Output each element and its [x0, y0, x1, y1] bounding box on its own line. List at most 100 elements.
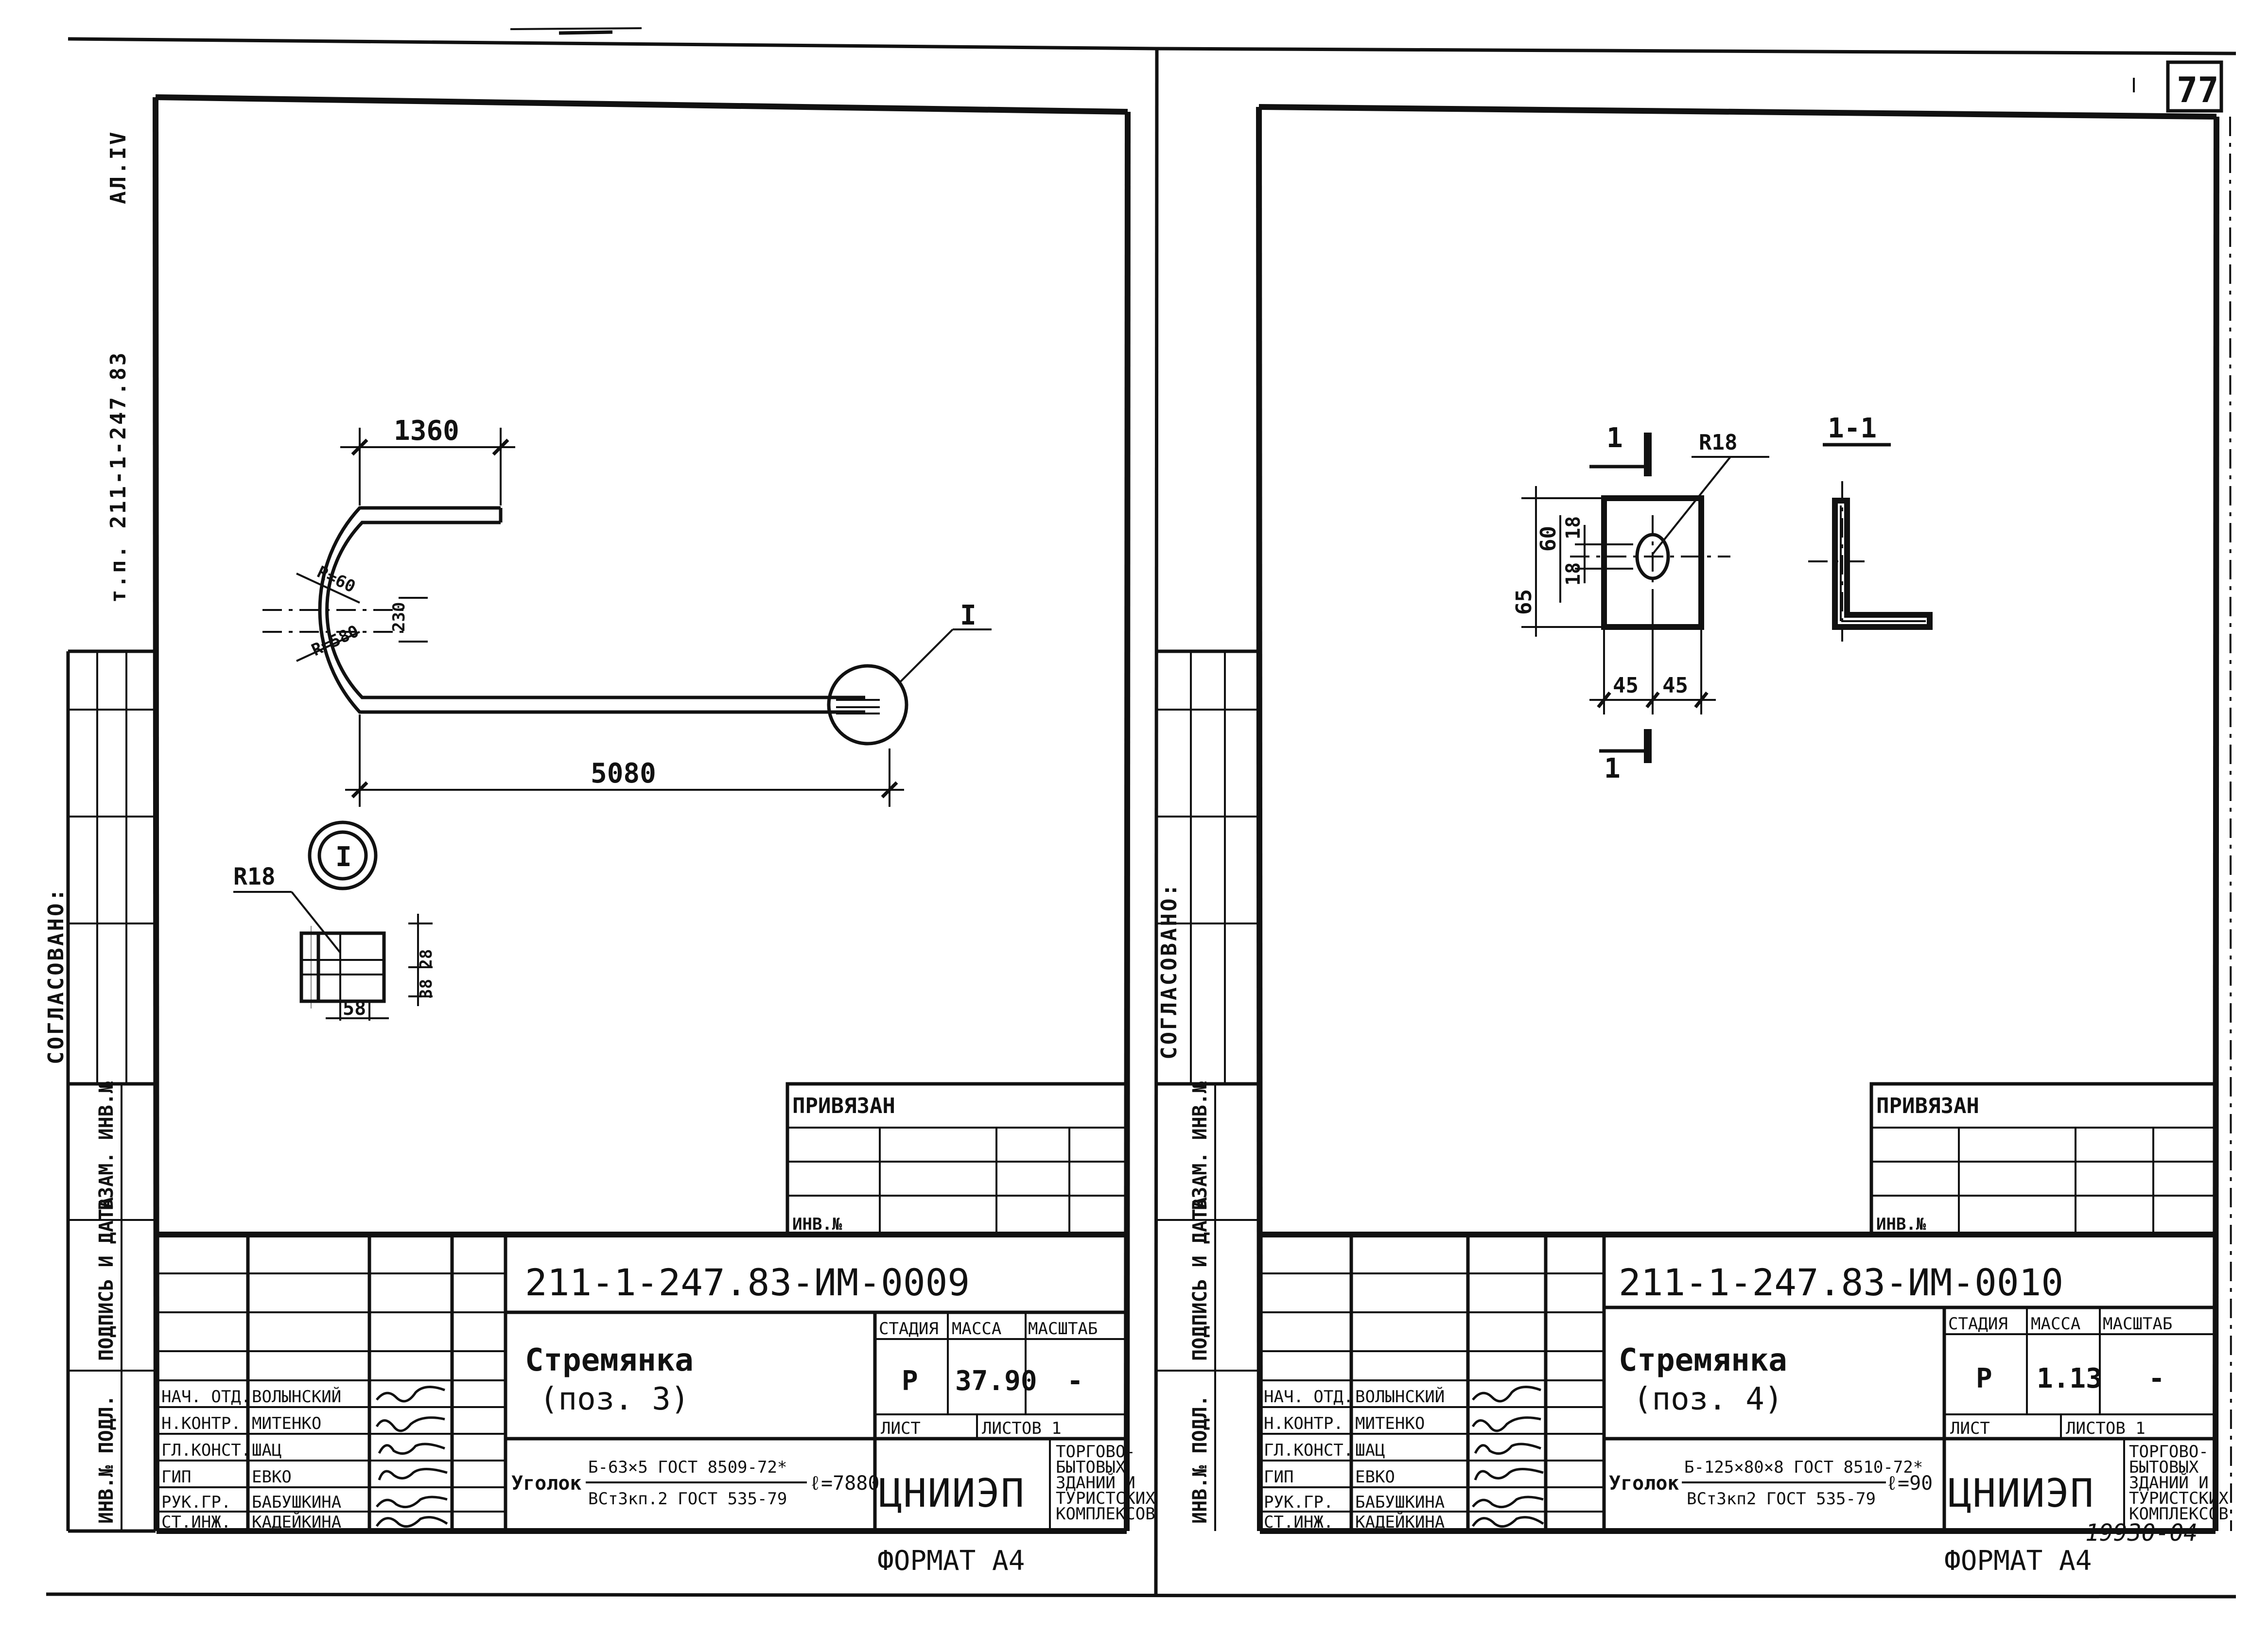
sheet-position: (поз. 3) — [540, 1381, 689, 1417]
material-prefix-2: Уголок — [1609, 1472, 1679, 1495]
sheet-title-2: Стремянка — [1619, 1342, 1787, 1378]
inv-label-2: ИНВ.№ — [1876, 1215, 1926, 1234]
plate-radius-label: R18 — [1699, 430, 1737, 455]
series-label: т.п. 211-1-247.83 — [106, 351, 131, 603]
signatures-0009 — [375, 1386, 448, 1528]
staff-role-6: СТ.ИНЖ. — [161, 1513, 231, 1532]
callout-label: I — [960, 600, 977, 631]
mass-value: 37.90 — [955, 1365, 1037, 1397]
staff2-name-6: КАДЕЙКИНА — [1355, 1512, 1445, 1532]
org-desc-5: КОМПЛЕКСОВ — [1056, 1504, 1155, 1524]
dim-45a-label: 45 — [1613, 673, 1639, 698]
scale-header: МАСШТАБ — [1028, 1319, 1098, 1339]
agreed-label-right: СОГЛАСОВАНО: — [1157, 882, 1182, 1060]
mass-header-2: МАССА — [2031, 1314, 2080, 1334]
staff-name-5: БАБУШКИНА — [252, 1493, 341, 1512]
sheet-0009: ИНВ.№ ПОДЛ. ПОДПИСЬ И ДАТА ВЗАМ. ИНВ.№ П… — [66, 94, 1155, 1577]
org-desc-2: БЫТОВЫХ — [1056, 1458, 1126, 1477]
staff-name-4: ЕВКО — [252, 1467, 292, 1487]
mass-value-2: 1.13 — [2037, 1363, 2102, 1394]
dim-65-label: 65 — [1512, 589, 1536, 615]
staff-role-3: ГЛ.КОНСТ. — [161, 1441, 251, 1460]
org-name: ЦНИИЭП — [879, 1471, 1025, 1516]
format-label-2: ФОРМАТ А4 — [1944, 1545, 2092, 1577]
scale-header-2: МАСШТАБ — [2103, 1314, 2172, 1334]
section-mark-top: 1 — [1606, 422, 1623, 454]
staff2-role-4: ГИП — [1264, 1467, 1293, 1487]
plate-drawing: R18 1 1 65 60 18 18 45 — [1512, 413, 1933, 784]
left-edge-labels: АЛ.IV т.п. 211-1-247.83 СОГЛАСОВАНО: СОГ… — [44, 130, 1182, 1064]
material-length: ℓ=7880 — [809, 1472, 879, 1495]
stage-header: СТАДИЯ — [879, 1319, 939, 1339]
staff2-role-2: Н.КОНТР. — [1264, 1414, 1343, 1433]
sheets-header-2: ЛИСТОВ 1 — [2066, 1419, 2146, 1438]
staff2-role-5: РУК.ГР. — [1264, 1493, 1333, 1512]
outer-frame — [46, 27, 2236, 1599]
staff-role-2: Н.КОНТР. — [161, 1414, 241, 1433]
org-desc-2-1: ТОРГОВО- — [2129, 1442, 2209, 1462]
staff-role-4: ГИП — [161, 1467, 191, 1487]
staff-name-1: ВОЛЫНСКИЙ — [252, 1387, 341, 1407]
detail-radius-label: R18 — [233, 863, 276, 890]
staff-name-2: МИТЕНКО — [252, 1414, 321, 1433]
mass-header: МАССА — [952, 1319, 1001, 1339]
dim-18b-label: 18 — [1562, 562, 1585, 586]
material-bottom: ВСт3кп.2 ГОСТ 535-79 — [588, 1489, 787, 1509]
org-desc-3: ЗДАНИЙ И — [1056, 1473, 1135, 1493]
inv-label: ИНВ.№ — [792, 1215, 842, 1234]
material-top-2: Б-125×80×8 ГОСТ 8510-72* — [1684, 1458, 1923, 1477]
dim-45b-label: 45 — [1662, 673, 1688, 698]
section-title: 1-1 — [1828, 413, 1877, 444]
privyazan-block-0009: ПРИВЯЗАН ИНВ.№ — [785, 1082, 1130, 1236]
org-desc-2-2: БЫТОВЫХ — [2129, 1458, 2199, 1477]
privyazan-label-2: ПРИВЯЗАН — [1876, 1094, 1979, 1118]
material-top: Б-63×5 ГОСТ 8509-72* — [588, 1458, 787, 1477]
staff-name-3: ШАЦ — [252, 1441, 281, 1460]
staff2-role-6: СТ.ИНЖ. — [1264, 1513, 1333, 1532]
material-prefix: Уголок — [511, 1472, 582, 1495]
org-desc-2-4: ТУРИСТСКИХ — [2129, 1489, 2229, 1508]
material-bottom-2: ВСт3кп2 ГОСТ 535-79 — [1687, 1489, 1876, 1509]
format-label: ФОРМАТ А4 — [877, 1545, 1025, 1577]
org-desc-4: ТУРИСТСКИХ — [1056, 1489, 1155, 1508]
org-desc-2-3: ЗДАНИЙ И — [2129, 1473, 2209, 1493]
sheet-header-2: ЛИСТ — [1950, 1419, 1990, 1438]
detail-dim-h-label: 58 — [343, 997, 366, 1020]
stamp-label-inv-podl: ИНВ.№ ПОДЛ. — [95, 1395, 118, 1524]
sheet-position-2: (поз. 4) — [1633, 1381, 1783, 1417]
privyazan-label: ПРИВЯЗАН — [792, 1094, 895, 1118]
staff2-name-4: ЕВКО — [1355, 1467, 1395, 1487]
detail-callout-label: I — [335, 841, 352, 873]
staff-role-5: РУК.ГР. — [161, 1493, 231, 1512]
drawing-code: 211-1-247.83-ИМ-0009 — [525, 1261, 970, 1304]
archive-number: 19930-04 — [2085, 1519, 2198, 1547]
dim-top-label: 1360 — [394, 415, 459, 447]
material-length-2: ℓ=90 — [1886, 1472, 1933, 1495]
drawing-code-2: 211-1-247.83-ИМ-0010 — [1619, 1261, 2063, 1304]
stamp-label-sign-date-2: ПОДПИСЬ И ДАТА — [1189, 1197, 1211, 1361]
agreed-label-left: СОГЛАСОВАНО: — [44, 887, 69, 1064]
angle-section — [1832, 498, 1933, 630]
dim-18a-label: 18 — [1562, 516, 1585, 540]
sheet-title: Стремянка — [525, 1342, 694, 1378]
sheet-header: ЛИСТ — [881, 1419, 921, 1438]
org-desc-1: ТОРГОВО- — [1056, 1442, 1135, 1462]
staff2-name-2: МИТЕНКО — [1355, 1414, 1425, 1433]
page-number-box: 77 — [2133, 60, 2223, 113]
org-desc-2-5: КОМПЛЕКСОВ — [2129, 1504, 2229, 1524]
sheet-0010: ИНВ.№ ПОДЛ. ПОДПИСЬ И ДАТА ВЗАМ. ИНВ.№ П… — [1157, 104, 2232, 1577]
title-block-0009: 211-1-247.83-ИМ-0009 Стремянка (поз. 3) … — [157, 1232, 1155, 1532]
staff2-name-5: БАБУШКИНА — [1355, 1493, 1445, 1512]
staff-role-1: НАЧ. ОТД. — [161, 1387, 251, 1407]
staff2-name-1: ВОЛЫНСКИЙ — [1355, 1387, 1445, 1407]
section-mark-bottom: 1 — [1604, 753, 1621, 784]
stamp-label-sign-date: ПОДПИСЬ И ДАТА — [95, 1197, 118, 1361]
page-number: 77 — [2177, 70, 2219, 110]
dim-bottom-label: 5080 — [591, 758, 656, 789]
stage-value: Р — [902, 1365, 918, 1397]
sheets-header: ЛИСТОВ 1 — [982, 1419, 1062, 1438]
scale-value-2: - — [2148, 1363, 2165, 1394]
privyazan-block-0010: ПРИВЯЗАН ИНВ.№ — [1869, 1082, 2217, 1236]
detail-i: I R18 58 38 28 — [233, 820, 436, 1021]
